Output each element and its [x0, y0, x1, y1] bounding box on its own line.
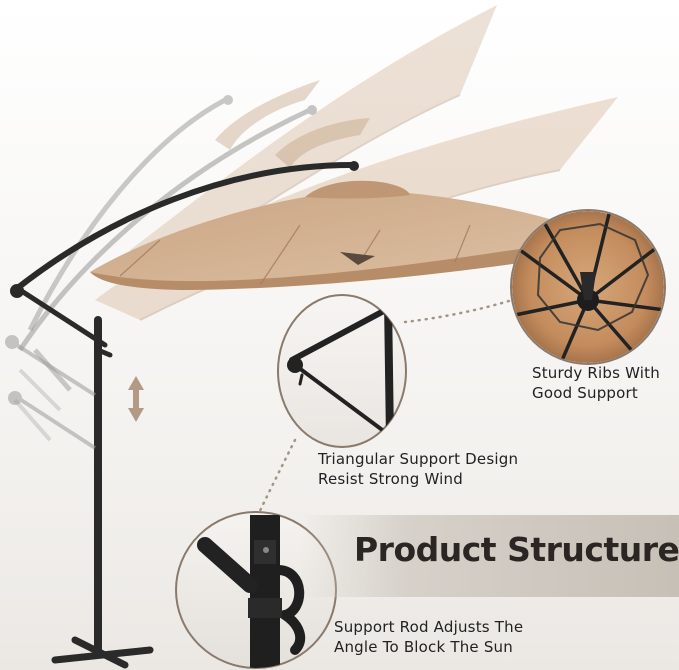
callout-connectors	[256, 298, 514, 517]
title-banner	[300, 515, 679, 597]
ribs-callout-line2: Good Support	[532, 384, 638, 402]
support-rod-detail-callout	[175, 511, 337, 669]
ribs-callout-label: Sturdy Ribs With Good Support	[532, 363, 660, 403]
triangle-callout-line2: Resist Strong Wind	[318, 470, 463, 488]
umbrella-canopy	[90, 180, 560, 290]
triangle-callout-label: Triangular Support Design Resist Strong …	[318, 449, 518, 489]
page-title: Product Structure	[354, 530, 679, 569]
triangle-support-detail-callout	[277, 294, 407, 448]
rod-callout-line2: Angle To Block The Sun	[334, 638, 513, 656]
rod-callout-line1: Support Rod Adjusts The	[334, 618, 524, 636]
umbrella-frame	[10, 161, 359, 669]
ribs-callout-line1: Sturdy Ribs With	[532, 364, 660, 382]
height-adjust-arrow-icon	[128, 376, 144, 422]
ghost-lower-arms	[5, 335, 97, 450]
rod-callout-label: Support Rod Adjusts The Angle To Block T…	[334, 617, 523, 657]
ribs-detail-callout	[510, 209, 666, 365]
triangle-callout-line1: Triangular Support Design	[318, 450, 519, 468]
